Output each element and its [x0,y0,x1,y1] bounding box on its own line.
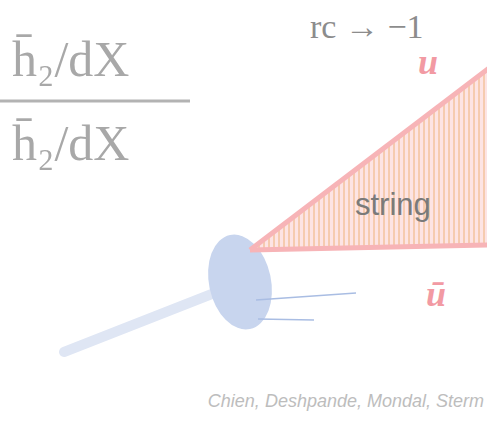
hatch-line [299,65,300,260]
quark-edge [250,68,487,250]
hatch-line [439,65,440,260]
hatch-line [414,65,415,260]
hatch-line [374,65,375,260]
citation: Chien, Deshpande, Mondal, Sterm [208,392,484,410]
hatch-line [324,65,325,260]
antiquark-edge [250,245,487,250]
correlation-label: rc → −1 [310,10,424,44]
hatch-line [294,65,295,260]
hatch-line [449,65,450,260]
numerator: h̄₂/dX [12,34,129,84]
hatch-line [399,65,400,260]
hatch-line [474,65,475,260]
hatch-line [304,65,305,260]
hatch-line [334,65,335,260]
hatch-line [409,65,410,260]
cone-shape [250,65,487,260]
antiquark-label: ū [426,276,446,312]
hatch-line [354,65,355,260]
hatch-line [434,65,435,260]
hatch-line [314,65,315,260]
hatch-line [269,65,270,260]
quark-label: u [418,44,438,80]
remnant-line [258,319,314,320]
hatch-line [419,65,420,260]
hatch-line [429,65,430,260]
hatch-line [319,65,320,260]
hatch-line [264,65,265,260]
hatch-line [479,65,480,260]
string-label: string [355,189,431,220]
hatch-line [444,65,445,260]
hatch-line [344,65,345,260]
remnant-line [256,293,356,300]
hatch-line [389,65,390,260]
hatch-line [379,65,380,260]
denominator: h̄₂/dX [12,118,129,168]
hatch-line [259,65,260,260]
string-cone: string [250,65,487,260]
hatch-line [404,65,405,260]
fraction-bar [0,100,190,103]
hatch-line [284,65,285,260]
incoming-beam [64,290,222,352]
hatch-line [329,65,330,260]
hatch-line [349,65,350,260]
hatch-line [424,65,425,260]
hatch-line [289,65,290,260]
hatch-line [464,65,465,260]
hatch-line [484,65,485,260]
hatch-line [384,65,385,260]
hatch-line [309,65,310,260]
hatch-line [359,65,360,260]
hatch-line [339,65,340,260]
hatch-line [254,65,255,260]
hatch-line [394,65,395,260]
hatch-line [469,65,470,260]
